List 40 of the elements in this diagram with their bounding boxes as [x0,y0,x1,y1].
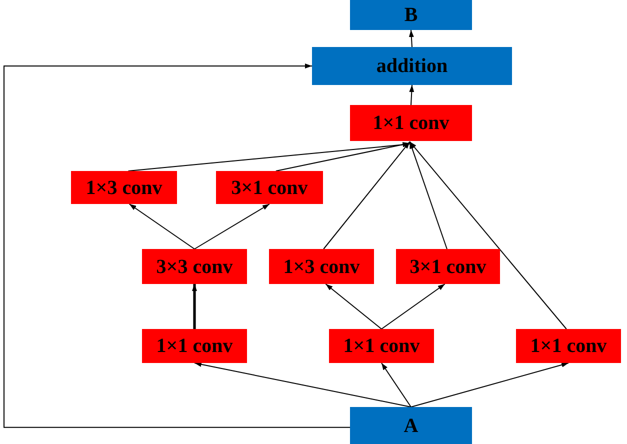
layer-box [216,171,323,204]
arrow [4,64,350,428]
layer-label: A [404,416,418,436]
layer-box [269,249,374,284]
layer-label: 1×1 conv [372,113,450,133]
layer-label: 3×3 conv [156,256,233,276]
arrow [381,362,412,408]
layer-label: B [404,5,418,25]
layer-box [350,105,472,141]
layer-label: 3×1 conv [231,178,308,198]
layer-box [142,329,247,363]
arrow [323,141,410,250]
layer-box [329,329,434,363]
layer-box [142,249,247,284]
arrow [381,284,446,330]
layer-box [350,407,472,444]
layer-box [396,249,500,284]
arrow [194,362,412,408]
layer-label: 3×1 conv [410,256,486,276]
arrow [409,84,414,106]
arrow [194,204,270,250]
layer-label: 1×3 conv [283,256,360,276]
layer-box [312,47,512,85]
arrow [128,142,410,172]
arrow [410,362,569,408]
layer-box [516,329,621,363]
layer-box [71,171,177,204]
arrow [409,141,567,330]
layer-label: 1×1 conv [156,336,233,356]
layer-label: 1×1 conv [530,336,607,356]
arrow [325,284,382,330]
layer-label: addition [376,56,448,76]
layer-box [350,0,472,30]
layer-label: 1×1 conv [343,336,420,356]
arrow [128,204,195,250]
arrow [408,30,414,48]
arrow [409,141,448,250]
arrow [275,142,410,172]
arrow [192,284,197,329]
layer-label: 1×3 conv [86,178,162,198]
